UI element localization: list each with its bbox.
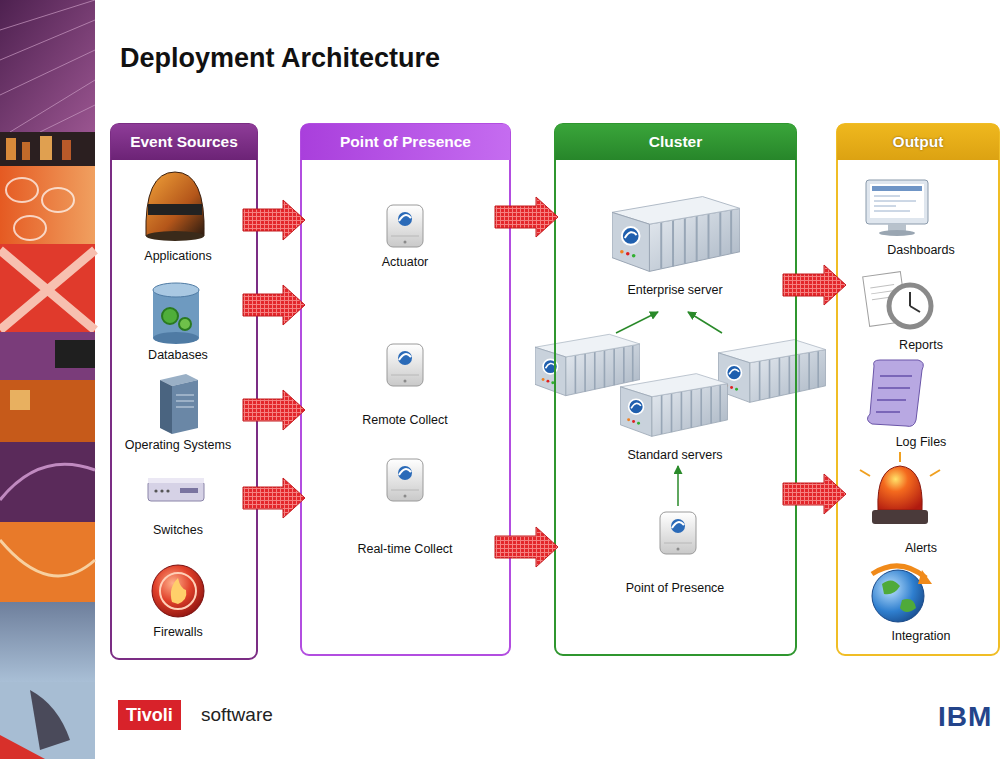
- item-caption: Dashboards: [848, 242, 994, 258]
- component-item: Applications: [115, 168, 241, 266]
- component-item: Dashboards: [848, 172, 994, 260]
- header-band: Cluster: [555, 124, 796, 160]
- component-item: Alerts: [848, 456, 994, 556]
- component-item: Reports: [848, 266, 994, 354]
- item-caption: Databases: [115, 347, 241, 363]
- component-item: Operating Systems: [115, 368, 241, 454]
- column-heading: Output: [837, 124, 999, 160]
- column-panel: ClusterEnterprise serverStandard servers…: [554, 123, 797, 656]
- flow-arrow: [495, 527, 558, 567]
- column-heading: Point of Presence: [301, 124, 510, 160]
- item-caption: Operating Systems: [115, 437, 241, 453]
- item-caption: Integration: [848, 628, 994, 644]
- flow-arrow: [783, 474, 846, 514]
- header-band: Output: [837, 124, 999, 160]
- item-caption: Enterprise server: [600, 282, 750, 298]
- flow-arrow: [495, 197, 558, 237]
- item-caption: Remote Collect: [330, 412, 480, 428]
- sync-arrow: [677, 466, 679, 506]
- column-heading: Cluster: [555, 124, 796, 160]
- item-caption: Alerts: [848, 540, 994, 556]
- flow-arrow: [243, 390, 305, 430]
- flow-arrow: [243, 478, 305, 518]
- component-item: Point of Presence: [610, 506, 740, 598]
- slide-title: Deployment Architecture: [120, 43, 440, 74]
- item-caption: Standard servers: [560, 447, 790, 463]
- item-caption: Actuator: [330, 254, 480, 270]
- brand-logo: Tivoli: [118, 700, 181, 730]
- flow-arrow: [783, 265, 846, 305]
- flow-arrow: [243, 200, 305, 240]
- flow-arrow: [243, 285, 305, 325]
- component-item: Switches: [115, 458, 241, 538]
- header-band: Event Sources: [111, 124, 257, 160]
- column-panel: OutputDashboardsReportsLog FilesAlertsIn…: [836, 123, 1000, 656]
- component-item: Log Files: [848, 356, 994, 450]
- item-caption: Point of Presence: [610, 580, 740, 596]
- component-item: Remote Collect: [330, 340, 480, 430]
- component-item: Firewalls: [115, 560, 241, 640]
- component-item: Enterprise server: [600, 188, 750, 312]
- sync-arrow: [688, 312, 722, 333]
- component-item: Standard servers: [560, 333, 790, 466]
- component-item: Integration: [848, 558, 994, 644]
- brand-word: software: [201, 704, 273, 726]
- item-caption: Real-time Collect: [330, 541, 480, 557]
- column-panel: Event SourcesApplicationsDatabasesOperat…: [110, 123, 258, 660]
- column-heading: Event Sources: [111, 124, 257, 160]
- component-item: Actuator: [330, 200, 480, 272]
- header-band: Point of Presence: [301, 124, 510, 160]
- column-panel: Point of PresenceActuatorRemote CollectR…: [300, 123, 511, 656]
- component-item: Databases: [115, 276, 241, 364]
- company-logo: IBM: [938, 702, 992, 732]
- item-caption: Reports: [848, 337, 994, 353]
- component-item: Real-time Collect: [330, 455, 480, 559]
- item-caption: Firewalls: [115, 624, 241, 640]
- item-caption: Applications: [115, 248, 241, 264]
- sync-arrow: [616, 312, 658, 333]
- item-caption: Log Files: [848, 434, 994, 450]
- item-caption: Switches: [115, 522, 241, 538]
